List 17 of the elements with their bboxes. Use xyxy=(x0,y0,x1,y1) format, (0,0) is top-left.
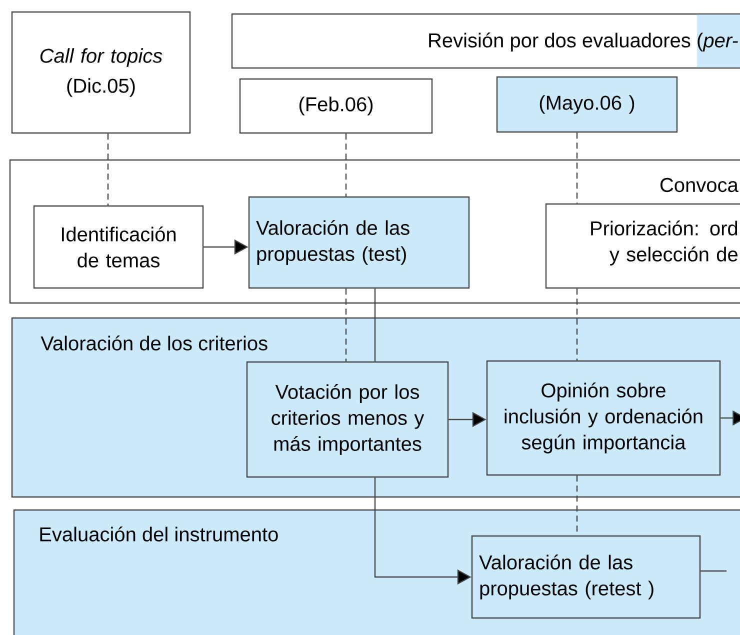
dashed-line xyxy=(107,134,109,206)
process-box: Opinión sobre inclusión y ordenación según importancia xyxy=(486,360,721,476)
dashed-line xyxy=(576,288,578,360)
process-box: Votación por los criterios menos y más importantes xyxy=(246,361,449,478)
date-box: (Mayo.06 ) xyxy=(496,76,678,133)
dashed-line xyxy=(576,132,578,204)
connector-line xyxy=(700,570,727,572)
date-box: (Feb.06) xyxy=(239,78,433,134)
dashed-line xyxy=(345,134,347,196)
process-box: Valoración de las propuestas (retest ) xyxy=(471,535,701,619)
connector-line xyxy=(374,288,376,362)
title-box: Revisión por dos evaluadores (per- xyxy=(231,13,740,69)
dashed-line xyxy=(345,288,347,362)
process-box: Identificación de temas xyxy=(33,205,204,289)
process-box: Valoración de las propuestas (test) xyxy=(248,196,470,289)
process-box: Priorización: ord y selección de xyxy=(545,203,740,289)
date-box: Call for topics (Dic.05) xyxy=(11,11,191,134)
